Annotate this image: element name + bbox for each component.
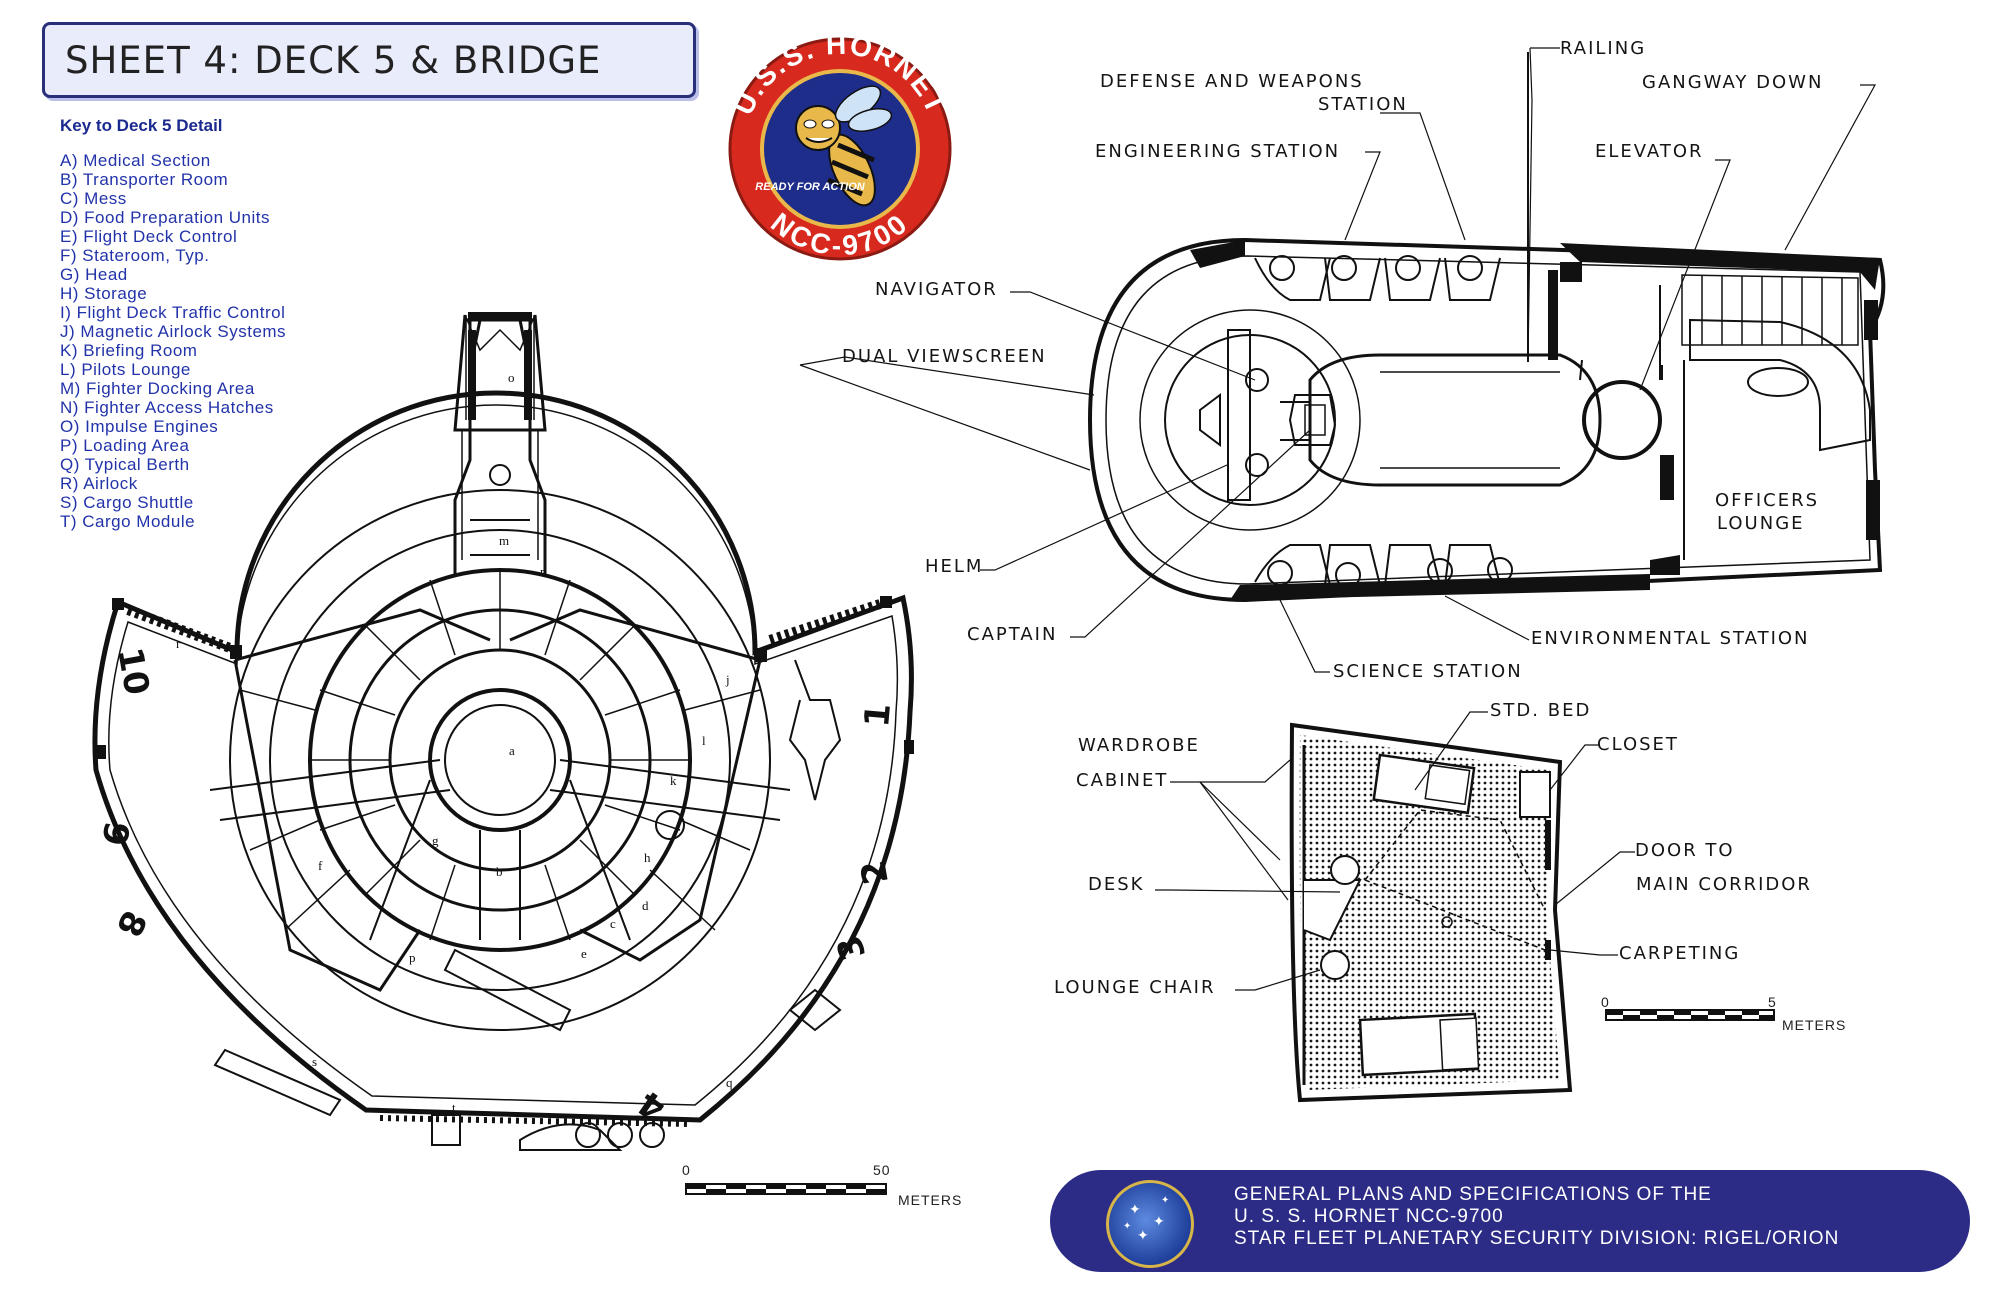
label-captain: CAPTAIN xyxy=(967,624,1058,645)
bay-number-3: 3 xyxy=(829,930,875,966)
label-cabinet: CABINET xyxy=(1076,770,1169,791)
room-letter-p: p xyxy=(409,950,416,965)
spec-banner: ✦ ✦ ✦ ✦ ✦ GENERAL PLANS AND SPECIFICATIO… xyxy=(1050,1170,1970,1272)
key-item: M) Fighter Docking Area xyxy=(60,379,255,398)
key-list: A) Medical Section B) Transporter Room C… xyxy=(60,151,286,531)
stateroom-leader-lines xyxy=(1155,711,1635,991)
key-item: J) Magnetic Airlock Systems xyxy=(60,322,287,341)
label-engineering-station: ENGINEERING STATION xyxy=(1095,141,1341,162)
bridge-leader-lines xyxy=(799,47,1877,673)
room-letter-k: k xyxy=(670,773,677,788)
key-title: Key to Deck 5 Detail xyxy=(60,116,223,135)
bay-number-1: 1 xyxy=(857,702,899,729)
bay-number-10: 10 xyxy=(109,645,157,699)
key-item: P) Loading Area xyxy=(60,436,190,455)
deck5-room-letters: o m n a b c d e f g h i j k l p q r s t xyxy=(176,370,756,1115)
label-carpeting: CARPETING xyxy=(1619,943,1741,964)
label-helm: HELM xyxy=(925,556,984,577)
label-defense-station: STATION xyxy=(1318,94,1408,115)
bay-number-2: 2 xyxy=(853,857,897,887)
key-item: Q) Typical Berth xyxy=(60,455,190,474)
key-item: S) Cargo Shuttle xyxy=(60,493,194,512)
key-item: E) Flight Deck Control xyxy=(60,227,238,246)
room-letter-s: s xyxy=(312,1054,317,1069)
title-box: SHEET 4: DECK 5 & BRIDGE xyxy=(42,22,696,98)
key-item: D) Food Preparation Units xyxy=(60,208,270,227)
room-letter-n: n xyxy=(540,564,547,579)
key-item: T) Cargo Module xyxy=(60,512,196,531)
label-defense-weapons: DEFENSE AND WEAPONS xyxy=(1100,71,1364,92)
banner-line-1: GENERAL PLANS AND SPECIFICATIONS OF THE xyxy=(1234,1184,1712,1205)
deck5-scale-bar xyxy=(685,1183,887,1195)
key-item: R) Airlock xyxy=(60,474,138,493)
stateroom-scale-zero: 0 xyxy=(1601,994,1610,1010)
key-item: L) Pilots Lounge xyxy=(60,360,191,379)
deck5-bay-numbers: 10 9 8 1 2 3 4 xyxy=(93,645,899,1129)
label-std-bed: STD. BED xyxy=(1490,700,1592,721)
key-item: O) Impulse Engines xyxy=(60,417,219,436)
room-letter-l: l xyxy=(702,733,706,748)
stateroom-scale-bar xyxy=(1605,1009,1775,1021)
key-item: G) Head xyxy=(60,265,128,284)
stateroom-scale-unit: METERS xyxy=(1782,1017,1847,1033)
label-gangway-down: GANGWAY DOWN xyxy=(1642,72,1824,93)
key-item: I) Flight Deck Traffic Control xyxy=(60,303,286,322)
label-wardrobe: WARDROBE xyxy=(1078,735,1200,756)
key-item: K) Briefing Room xyxy=(60,341,198,360)
bay-number-8: 8 xyxy=(108,904,154,942)
label-lounge-chair: LOUNGE CHAIR xyxy=(1054,977,1216,998)
room-letter-t: t xyxy=(452,1100,456,1115)
label-door-to: DOOR TO xyxy=(1635,840,1735,861)
key-item: F) Stateroom, Typ. xyxy=(60,246,210,265)
key-item: H) Storage xyxy=(60,284,148,303)
room-letter-r: r xyxy=(176,636,181,651)
room-letter-q: q xyxy=(726,1075,733,1090)
label-railing: RAILING xyxy=(1560,38,1647,59)
label-elevator: ELEVATOR xyxy=(1595,141,1704,162)
deck5-scale-max: 50 xyxy=(873,1162,891,1178)
deck5-scale-zero: 0 xyxy=(682,1162,691,1178)
deck5-scale-unit: METERS xyxy=(898,1192,963,1208)
label-lounge: LOUNGE xyxy=(1717,513,1805,534)
room-letter-d: d xyxy=(642,898,649,913)
stateroom-plan xyxy=(1289,722,1573,1103)
bay-number-9: 9 xyxy=(93,818,137,848)
room-letter-e: e xyxy=(581,946,587,961)
key-item: C) Mess xyxy=(60,189,127,208)
room-letter-m: m xyxy=(499,533,509,548)
room-letter-b: b xyxy=(496,864,503,879)
room-letter-o: o xyxy=(508,370,515,385)
banner-line-3: STAR FLEET PLANETARY SECURITY DIVISION: … xyxy=(1234,1228,1840,1249)
stateroom-scale-max: 5 xyxy=(1768,994,1777,1010)
room-letter-c: c xyxy=(610,916,616,931)
emblem-motto: READY FOR ACTION xyxy=(755,181,865,193)
label-environmental-station: ENVIRONMENTAL STATION xyxy=(1531,628,1810,649)
page-title: SHEET 4: DECK 5 & BRIDGE xyxy=(65,39,602,82)
federation-seal-icon: ✦ ✦ ✦ ✦ ✦ xyxy=(1106,1180,1194,1268)
bridge-plan xyxy=(1087,52,1886,603)
label-dual-viewscreen: DUAL VIEWSCREEN xyxy=(842,346,1047,367)
deck5-plan xyxy=(92,312,914,1151)
room-letter-i: i xyxy=(752,628,756,643)
label-science-station: SCIENCE STATION xyxy=(1333,661,1523,682)
room-letter-h: h xyxy=(644,850,651,865)
key-item: B) Transporter Room xyxy=(60,170,229,189)
label-navigator: NAVIGATOR xyxy=(875,279,998,300)
room-letter-f: f xyxy=(318,858,323,873)
hornet-emblem: U.S.S. HORNET NCC-9700 READY FOR ACTION xyxy=(727,29,952,261)
room-letter-j: j xyxy=(725,672,730,687)
banner-line-2: U. S. S. HORNET NCC-9700 xyxy=(1234,1206,1504,1227)
key-item: N) Fighter Access Hatches xyxy=(60,398,274,417)
label-officers: OFFICERS xyxy=(1715,490,1820,511)
label-closet: CLOSET xyxy=(1597,734,1679,755)
key-item: A) Medical Section xyxy=(60,151,211,170)
room-letter-a: a xyxy=(509,743,515,758)
label-desk: DESK xyxy=(1088,874,1145,895)
room-letter-g: g xyxy=(432,833,439,848)
label-main-corridor: MAIN CORRIDOR xyxy=(1636,874,1812,895)
